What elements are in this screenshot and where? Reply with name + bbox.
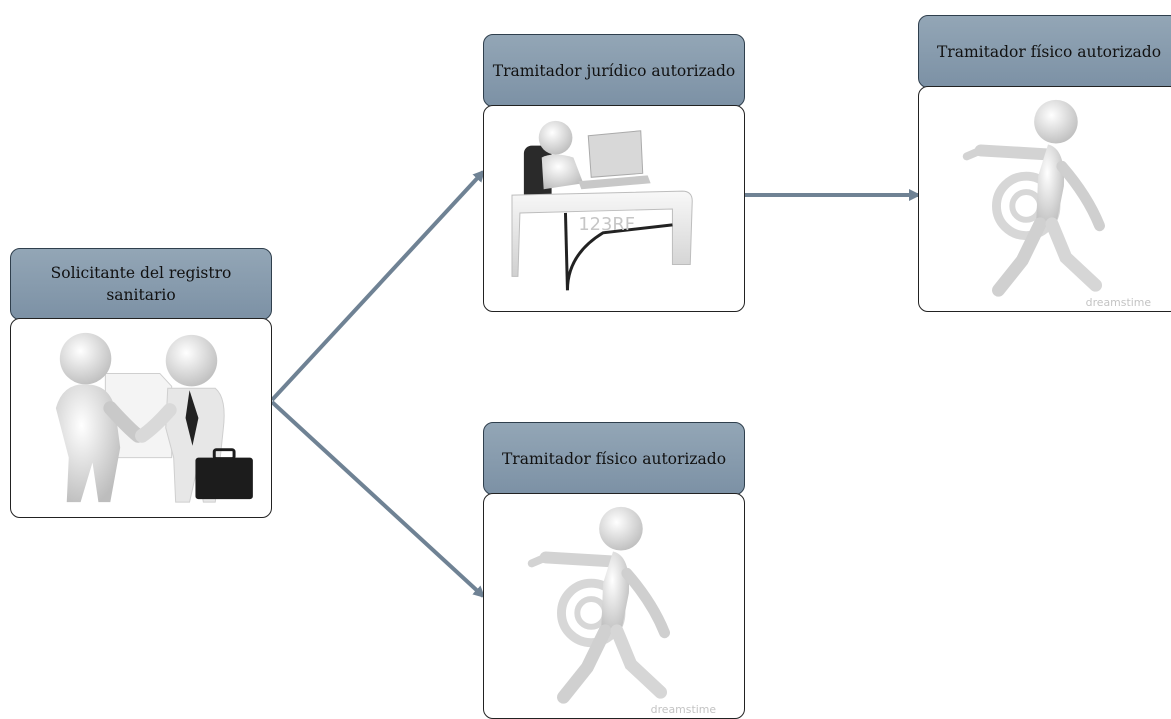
node-fisico-bottom: Tramitador físico autorizado dreamstime <box>483 422 745 719</box>
node-label: Tramitador jurídico autorizado <box>483 34 745 107</box>
node-fisico-right: Tramitador físico autorizado dreamstim <box>918 15 1171 312</box>
handshake-people-icon <box>10 318 272 518</box>
svg-text:123RF: 123RF <box>578 214 635 235</box>
arrow-solicitante-to-fisico-bottom <box>270 400 486 599</box>
node-label: Tramitador físico autorizado <box>483 422 745 495</box>
person-at-desk-laptop-icon: 123RF <box>483 105 745 312</box>
arrow-solicitante-to-juridico <box>270 169 486 402</box>
walking-person-icon: dreamstime <box>918 86 1171 312</box>
node-solicitante: Solicitante del registro sanitario <box>10 248 272 518</box>
svg-text:dreamstime: dreamstime <box>1086 296 1152 309</box>
node-label: Solicitante del registro sanitario <box>10 248 272 320</box>
node-juridico: Tramitador jurídico autorizado <box>483 34 745 312</box>
walking-person-icon: dreamstime <box>483 493 745 719</box>
node-label: Tramitador físico autorizado <box>918 15 1171 88</box>
svg-text:dreamstime: dreamstime <box>651 703 717 716</box>
